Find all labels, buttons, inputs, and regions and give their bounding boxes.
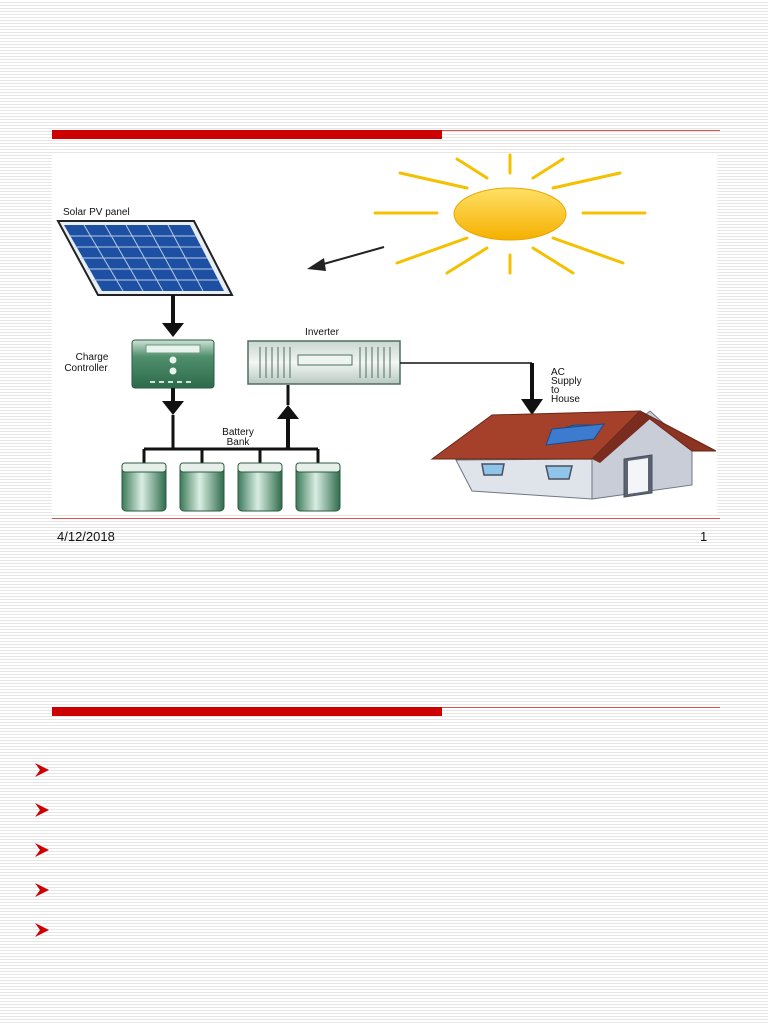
- ac-supply-label-line4: House: [551, 394, 580, 405]
- footer-page-number: 1: [700, 529, 708, 544]
- title-rule-thin: [442, 130, 720, 131]
- ac-supply-label-line1: AC: [551, 367, 565, 378]
- battery-bank-label-line1: Battery: [222, 427, 254, 438]
- footer-rule: [52, 518, 720, 519]
- arrowhead-bullet-icon: [35, 883, 49, 897]
- arrowhead-bullet-icon: [35, 763, 49, 777]
- panel-to-controller-arrow-icon: [162, 295, 184, 337]
- charge-controller-label-line1: Charge: [76, 352, 109, 363]
- slide-2: [0, 600, 768, 1024]
- charge-controller-icon: [131, 339, 215, 389]
- arrowhead-bullet-icon: [35, 923, 49, 937]
- bullet-item: [34, 910, 60, 950]
- inverter-label: Inverter: [305, 327, 340, 338]
- battery-to-inverter-arrow-icon: [277, 385, 299, 449]
- solar-panel-icon: [56, 220, 234, 296]
- bullet-item: [34, 790, 60, 830]
- title-rule-thick: [52, 707, 442, 716]
- ac-supply-label-line2: Supply: [551, 376, 582, 387]
- solar-panel-label: Solar PV panel: [63, 207, 130, 218]
- sun-icon: [373, 153, 647, 275]
- bullet-item: [34, 750, 60, 790]
- inverter-to-house-arrow-icon: [400, 362, 543, 415]
- solar-system-diagram: Solar PV panel Charge: [52, 153, 717, 515]
- house-icon: [430, 410, 717, 500]
- battery-bank-label-line2: Bank: [227, 437, 251, 448]
- inverter-icon: [247, 340, 401, 385]
- footer-date: 4/12/2018: [57, 529, 115, 544]
- charge-controller-label-line2: Controller: [64, 363, 108, 374]
- sunlight-arrow-icon: [307, 246, 385, 271]
- title-rule-thin: [442, 707, 720, 708]
- battery-bank-icon: [121, 462, 341, 512]
- controller-to-battery-arrow-icon: [162, 388, 184, 449]
- arrowhead-bullet-icon: [35, 843, 49, 857]
- bullet-item: [34, 870, 60, 910]
- bullet-list: [34, 750, 60, 950]
- battery-bus: [142, 447, 320, 463]
- title-rule-thick: [52, 130, 442, 139]
- ac-supply-label-line3: to: [551, 385, 560, 396]
- slide-1: Solar PV panel Charge: [52, 130, 720, 544]
- arrowhead-bullet-icon: [35, 803, 49, 817]
- bullet-item: [34, 830, 60, 870]
